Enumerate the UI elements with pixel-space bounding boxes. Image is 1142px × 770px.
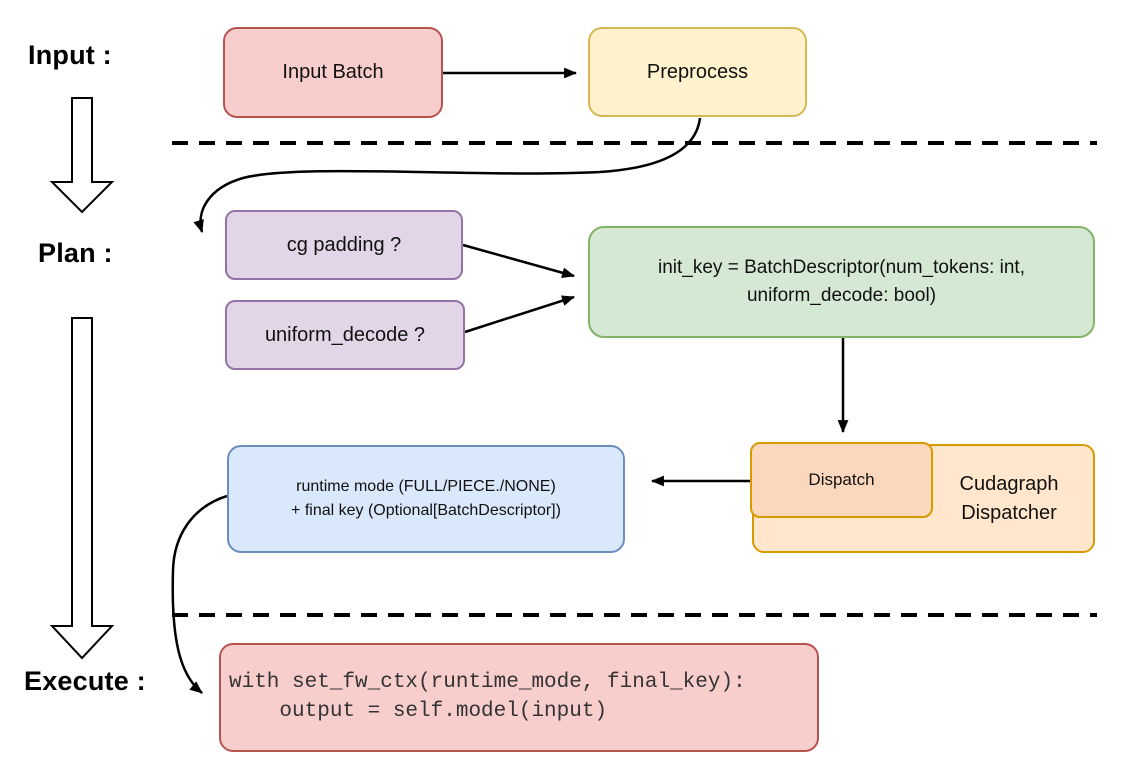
node-preprocess-label: Preprocess <box>646 60 749 83</box>
node-preprocess: Preprocess <box>588 27 807 117</box>
node-dispatch: Dispatch <box>750 442 933 518</box>
stage-label-execute: Execute : <box>24 666 146 696</box>
node-dispatch-label: Dispatch <box>808 470 875 489</box>
node-cg-padding-label: cg padding ? <box>286 233 402 256</box>
node-uniform-decode: uniform_decode ? <box>225 300 465 370</box>
node-cudagraph-dispatcher-label: Cudagraph Dispatcher <box>959 472 1059 524</box>
stage-label-plan: Plan : <box>38 238 113 268</box>
node-init-key-label: init_key = BatchDescriptor(num_tokens: i… <box>658 257 1025 306</box>
stage-arrow-input-to-plan <box>49 97 115 214</box>
node-execute-code-text: with set_fw_ctx(runtime_mode, final_key)… <box>229 671 746 723</box>
node-runtime-mode-label: runtime mode (FULL/PIECE./NONE) + final … <box>291 478 561 519</box>
stage-arrow-plan-to-execute <box>49 317 115 660</box>
node-execute-code: with set_fw_ctx(runtime_mode, final_key)… <box>219 643 819 752</box>
stage-label-input: Input : <box>28 40 112 70</box>
node-uniform-decode-label: uniform_decode ? <box>264 323 426 346</box>
node-init-key: init_key = BatchDescriptor(num_tokens: i… <box>588 226 1095 338</box>
node-input-batch: Input Batch <box>223 27 443 118</box>
arrow-uniform-decode-to-init-key <box>464 295 576 334</box>
node-cg-padding: cg padding ? <box>225 210 463 280</box>
arrow-runtime-mode-to-execute-code <box>171 494 228 694</box>
arrow-cg-padding-to-init-key <box>462 243 576 279</box>
arrow-preprocess-to-cg-padding <box>193 117 702 234</box>
node-runtime-mode: runtime mode (FULL/PIECE./NONE) + final … <box>227 445 625 553</box>
node-input-batch-label: Input Batch <box>282 61 384 83</box>
